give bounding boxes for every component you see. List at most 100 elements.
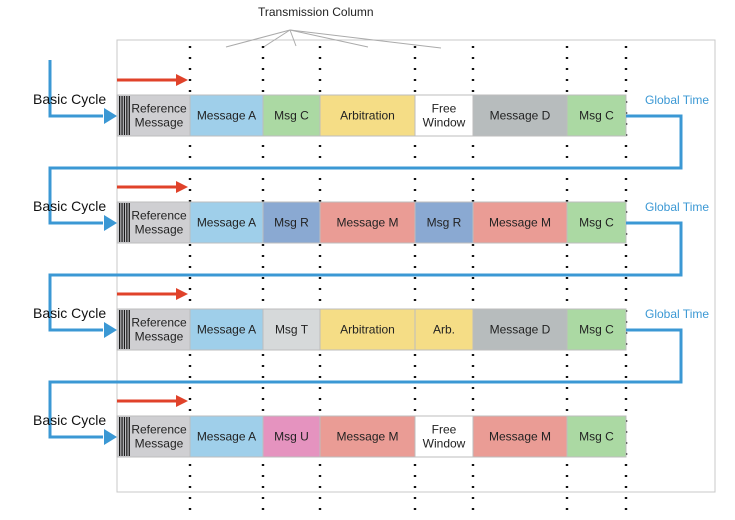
slot-box [262, 415, 321, 458]
slot-label: Message A [197, 109, 256, 123]
transmission-column-title: Transmission Column [258, 5, 374, 19]
message-slot: Message M [472, 201, 568, 244]
message-slot: Arbitration [319, 94, 416, 137]
message-slot: Message M [319, 201, 416, 244]
cycle-start-arrow [117, 395, 188, 407]
basic-cycle-label: Basic Cycle [33, 412, 106, 428]
message-slot: Arb. [414, 308, 474, 351]
slot-label: Message A [197, 216, 256, 230]
flow-entry-arrowhead [104, 108, 117, 124]
message-slot: Message M [319, 415, 416, 458]
slot-box [189, 201, 264, 244]
basic-cycle-label: Basic Cycle [33, 91, 106, 107]
message-slot: Message A [189, 201, 264, 244]
slot-label: Message D [490, 109, 551, 123]
slot-label: Msg U [274, 430, 309, 444]
message-slot: Arbitration [319, 308, 416, 351]
message-slot: Msg R [262, 201, 321, 244]
slot-box [472, 94, 568, 137]
flow-connector-3 [48, 328, 683, 439]
message-slot: Msg U [262, 415, 321, 458]
message-slot: Msg R [414, 201, 474, 244]
slot-label: Arbitration [340, 323, 395, 337]
message-slot: Message A [189, 94, 264, 137]
basic-cycle-label: Basic Cycle [33, 198, 106, 214]
message-slot: Msg C [566, 94, 627, 137]
slot-label: Msg T [275, 323, 309, 337]
flow-arrowhead-1 [104, 215, 117, 231]
slot-label: Msg C [579, 323, 614, 337]
message-slot: Msg C [566, 308, 627, 351]
message-slot: Msg C [566, 201, 627, 244]
slot-label: Msg R [427, 216, 462, 230]
flow-arrowhead-2 [104, 322, 117, 338]
message-slot: Msg C [566, 415, 627, 458]
flow-entry-line [48, 60, 103, 118]
cycle-flow-lines [48, 60, 683, 445]
matrix-frame [116, 39, 716, 493]
flow-connector-1 [48, 114, 683, 225]
reference-stripes-icon [119, 417, 130, 456]
slot-box [319, 308, 416, 351]
slot-label: Msg C [274, 109, 309, 123]
message-slot: Message D [472, 308, 568, 351]
slot-box [472, 201, 568, 244]
slot-box [262, 94, 321, 137]
slot-box [414, 201, 474, 244]
message-slot: Message A [189, 308, 264, 351]
transmission-column-pointers [225, 29, 442, 49]
slot-label: Message A [197, 430, 256, 444]
flow-arrowhead-3 [104, 429, 117, 445]
message-slot: Message D [472, 94, 568, 137]
slot-label: Arb. [433, 323, 455, 337]
slot-box [566, 201, 627, 244]
slot-box [189, 308, 264, 351]
message-slot: Msg C [262, 94, 321, 137]
message-slot: Message A [189, 415, 264, 458]
slot-label: Msg R [274, 216, 309, 230]
slot-label: Msg C [579, 430, 614, 444]
slot-box [189, 415, 264, 458]
slot-box [319, 201, 416, 244]
slot-label: Message A [197, 323, 256, 337]
slot-box [414, 415, 474, 458]
slot-box [566, 94, 627, 137]
slot-label: Msg C [579, 216, 614, 230]
slot-box [414, 308, 474, 351]
message-slot: Msg T [262, 308, 321, 351]
cycle-start-arrow [117, 288, 188, 300]
slot-label: Message M [489, 216, 551, 230]
slot-label: Message D [490, 323, 551, 337]
cycle-start-arrow [117, 181, 188, 193]
global-time-label: Global Time [645, 200, 709, 214]
global-time-label: Global Time [645, 93, 709, 107]
slot-box [414, 94, 474, 137]
slot-label: Message M [336, 430, 398, 444]
slot-box [262, 201, 321, 244]
slot-label: Message M [489, 430, 551, 444]
slot-box [319, 94, 416, 137]
message-slot: Message M [472, 415, 568, 458]
reference-stripes-icon [119, 310, 130, 349]
slot-box [319, 415, 416, 458]
slot-label: Arbitration [340, 109, 395, 123]
slot-label: Message M [336, 216, 398, 230]
global-time-label: Global Time [645, 307, 709, 321]
slot-label: Msg C [579, 109, 614, 123]
